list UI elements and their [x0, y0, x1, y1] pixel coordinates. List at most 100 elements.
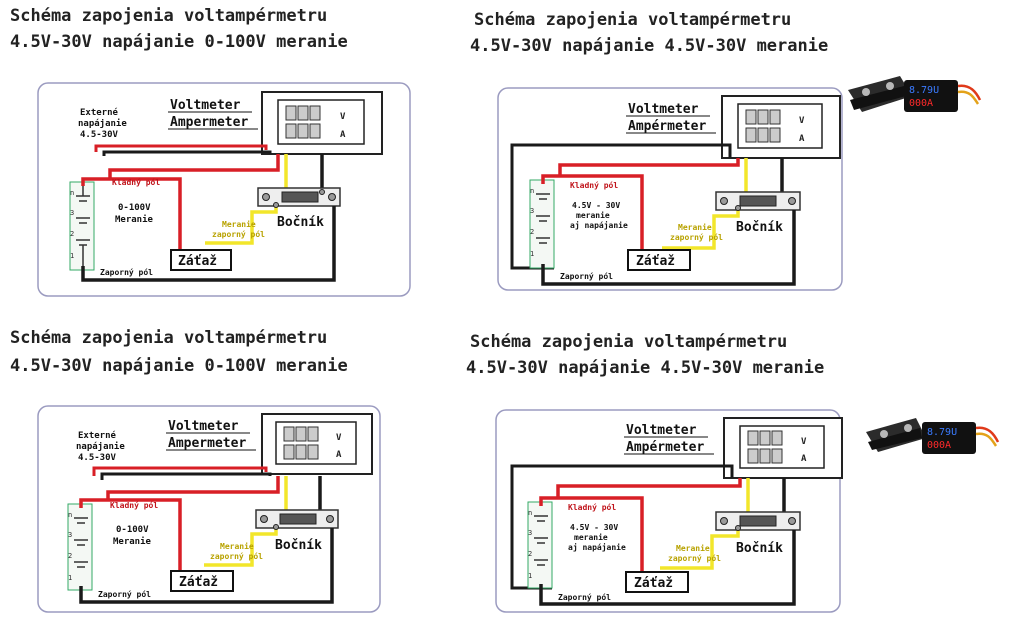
- meter-label-ampermeter: Ampermeter: [168, 436, 246, 451]
- diagram-panel-self-bottom: Schéma zapojenia voltampérmetru 4.5V-30V…: [466, 320, 1024, 640]
- meter-label-ampermeter: Ampermeter: [170, 115, 248, 130]
- load-box: [627, 249, 691, 271]
- range-label-2: Meranie: [115, 214, 154, 225]
- range-label-3: aj napájanie: [568, 542, 626, 552]
- meter-v-label: V: [340, 112, 346, 122]
- neg-measure-label-1: Meranie: [676, 543, 710, 553]
- neg-measure-label-2: zaporný pól: [212, 229, 265, 239]
- svg-text:1: 1: [70, 252, 74, 260]
- meter-a-label: A: [340, 130, 346, 140]
- load-label: Záťaž: [178, 254, 217, 269]
- load-box: [625, 571, 689, 593]
- photo-voltage-readout: 8.79U: [927, 427, 957, 438]
- svg-text:n: n: [68, 511, 72, 519]
- meter-label-ampermeter: Ampérmeter: [628, 119, 706, 134]
- digit-segments: [745, 109, 781, 143]
- battery-symbol: [74, 517, 88, 568]
- range-label-1: 4.5V - 30V: [572, 201, 620, 210]
- product-photo: 8.79U 000A: [866, 418, 1000, 454]
- svg-text:3: 3: [530, 207, 534, 215]
- battery-symbol: [76, 186, 90, 266]
- svg-text:n: n: [530, 187, 534, 195]
- meter-a-label: A: [801, 454, 807, 464]
- ext-supply-label-3: 4.5-30V: [80, 130, 119, 140]
- neg-measure-label-2: zaporný pól: [668, 553, 721, 563]
- ext-supply-label-3: 4.5-30V: [78, 453, 117, 463]
- positive-pole-label: Kladný pól: [568, 502, 616, 512]
- neg-measure-label-1: Meranie: [222, 219, 256, 229]
- range-label-1: 4.5V - 30V: [570, 523, 618, 532]
- panel-title: Schéma zapojenia voltampérmetru: [470, 332, 788, 352]
- load-box: [170, 570, 234, 592]
- panel-title: Schéma zapojenia voltampérmetru: [10, 6, 328, 26]
- digit-segments: [747, 430, 783, 464]
- svg-text:3: 3: [68, 531, 72, 539]
- positive-pole-label: Kladný pól: [570, 180, 618, 190]
- diagram-panel-self-top: Schéma zapojenia voltampérmetru 4.5V-30V…: [470, 0, 1024, 320]
- meter-v-label: V: [799, 116, 805, 126]
- negative-pole-label: Zaporný pól: [560, 271, 613, 281]
- range-label-2: meranie: [574, 532, 608, 542]
- svg-text:2: 2: [528, 550, 532, 558]
- panel-subtitle: 4.5V-30V napájanie 0-100V meranie: [10, 32, 348, 52]
- diagram-frame: [495, 409, 841, 613]
- shunt-label: Bočník: [736, 220, 783, 235]
- positive-pole-label: Kladný pól: [110, 500, 158, 510]
- meter-label-voltmeter: Voltmeter: [628, 102, 699, 117]
- ext-supply-label-1: Externé: [80, 107, 119, 118]
- meter-label-ampermeter: Ampérmeter: [626, 440, 704, 455]
- meter-label-voltmeter: Voltmeter: [626, 423, 697, 438]
- svg-text:n: n: [70, 189, 74, 197]
- svg-text:2: 2: [70, 230, 74, 238]
- wiring-diagram: V A Voltmeter Ampermeter Externé napájan…: [37, 405, 381, 613]
- neg-measure-label-2: zaporný pól: [210, 551, 263, 561]
- shunt-label: Bočník: [736, 541, 783, 556]
- photo-current-readout: 000A: [927, 440, 951, 451]
- diagram-frame: [37, 405, 381, 613]
- photo-voltage-readout: 8.79U: [909, 85, 939, 96]
- range-label-1: 0-100V: [118, 203, 151, 213]
- ext-supply-label-1: Externé: [78, 430, 117, 441]
- meter-a-label: A: [799, 134, 805, 144]
- meter-label-voltmeter: Voltmeter: [170, 98, 241, 113]
- meter-label-voltmeter: Voltmeter: [168, 419, 239, 434]
- panel-title: Schéma zapojenia voltampérmetru: [474, 10, 792, 30]
- meter-a-label: A: [336, 450, 342, 460]
- diagram-panel-external-bottom: Schéma zapojenia voltampérmetru 4.5V-30V…: [0, 320, 512, 640]
- wiring-diagram: V A Voltmeter Ampermeter Externé napájan…: [37, 82, 411, 297]
- svg-text:3: 3: [528, 529, 532, 537]
- product-photo: 8.79U 000A: [848, 76, 982, 112]
- ext-supply-label-2: napájanie: [76, 441, 125, 452]
- diagram-frame: [37, 82, 411, 297]
- positive-pole-label: Kladný pól: [112, 177, 160, 187]
- range-label-3: aj napájanie: [570, 220, 628, 230]
- panel-subtitle: 4.5V-30V napájanie 0-100V meranie: [10, 356, 348, 376]
- panel-title: Schéma zapojenia voltampérmetru: [10, 328, 328, 348]
- panel-subtitle: 4.5V-30V napájanie 4.5V-30V meranie: [470, 36, 829, 56]
- svg-text:1: 1: [68, 574, 72, 582]
- negative-pole-label: Zaporný pól: [98, 589, 151, 599]
- load-label: Záťaž: [179, 575, 218, 590]
- load-label: Záťaž: [636, 254, 675, 269]
- svg-text:1: 1: [528, 572, 532, 580]
- panel-subtitle: 4.5V-30V napájanie 4.5V-30V meranie: [466, 358, 825, 378]
- range-label-1: 0-100V: [116, 525, 149, 535]
- wiring-diagram: 8.79U 000A V A Voltmeter Ampérmeter n 3: [497, 76, 982, 291]
- meter-v-label: V: [336, 433, 342, 443]
- negative-pole-label: Zaporný pól: [558, 592, 611, 602]
- svg-text:2: 2: [68, 552, 72, 560]
- svg-text:2: 2: [530, 228, 534, 236]
- svg-text:n: n: [528, 509, 532, 517]
- diagram-frame: [497, 87, 843, 291]
- ext-supply-label-2: napájanie: [78, 118, 127, 129]
- battery-symbol: [534, 515, 548, 566]
- svg-text:1: 1: [530, 250, 534, 258]
- diagram-panel-external-top: Schéma zapojenia voltampérmetru 4.5V-30V…: [0, 0, 512, 320]
- meter-v-label: V: [801, 437, 807, 447]
- shunt-label: Bočník: [275, 538, 322, 553]
- battery-symbol: [536, 193, 550, 244]
- photo-current-readout: 000A: [909, 98, 933, 109]
- load-label: Záťaž: [634, 576, 673, 591]
- neg-measure-label-1: Meranie: [220, 541, 254, 551]
- neg-measure-label-2: zaporný pól: [670, 232, 723, 242]
